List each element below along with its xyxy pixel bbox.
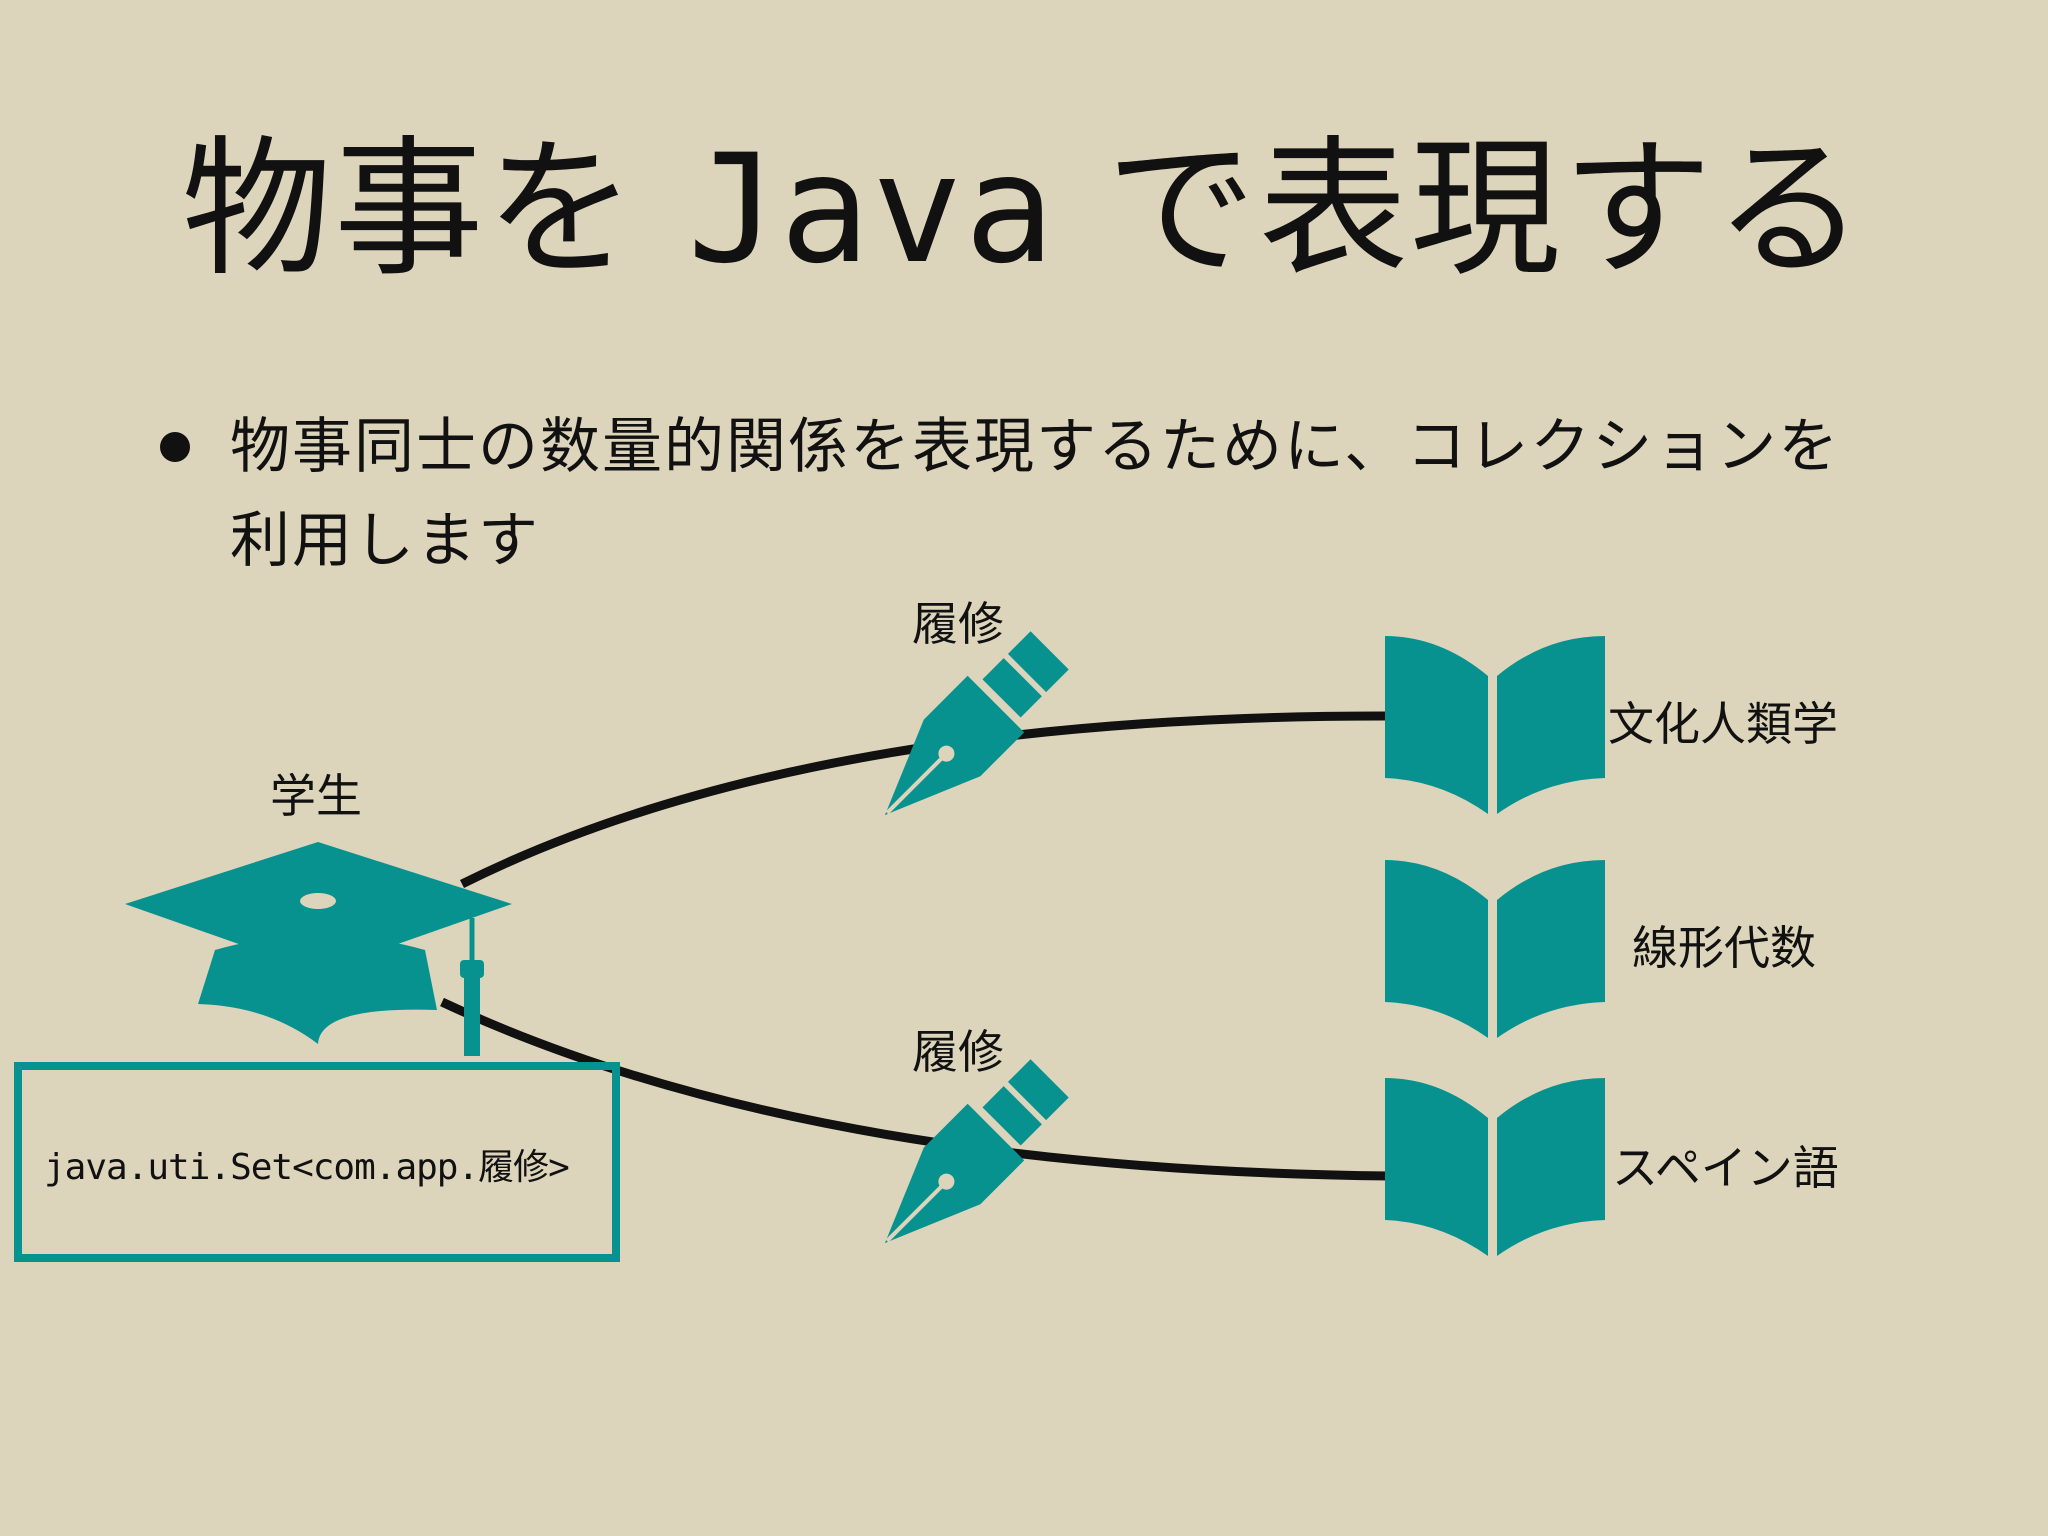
open-book-icon-2 xyxy=(1385,860,1605,1038)
relation-label-top: 履修 xyxy=(912,597,1004,651)
bullet-dot xyxy=(160,432,190,462)
relation-line-bottom xyxy=(440,997,1391,1181)
title-prefix: 物事を xyxy=(181,123,688,297)
open-book-icon-1 xyxy=(1385,636,1605,814)
collection-type-box: java.uti.Set<com.app.履修> xyxy=(14,1062,620,1262)
relation-line-top xyxy=(459,711,1391,889)
fountain-pen-icon-top xyxy=(884,631,1069,816)
course-label-1: 文化人類学 xyxy=(1608,697,1838,751)
course-label-2: 線形代数 xyxy=(1632,921,1816,975)
student-label: 学生 xyxy=(270,769,362,823)
graduation-cap-icon xyxy=(125,842,512,1056)
collection-type-text: java.uti.Set<com.app.履修> xyxy=(44,1147,570,1188)
open-book-icon-3 xyxy=(1385,1078,1605,1256)
title-suffix: で表現する xyxy=(1056,123,1867,297)
title-code: Java xyxy=(687,123,1057,297)
fountain-pen-icon-bottom xyxy=(884,1059,1069,1244)
bullet-text: 物事同士の数量的関係を表現するために、コレクションを利用します xyxy=(230,412,1841,576)
relation-label-bottom: 履修 xyxy=(912,1025,1004,1079)
slide-title: 物事を Java で表現する xyxy=(0,120,2048,300)
course-label-3: スペイン語 xyxy=(1612,1141,1839,1195)
